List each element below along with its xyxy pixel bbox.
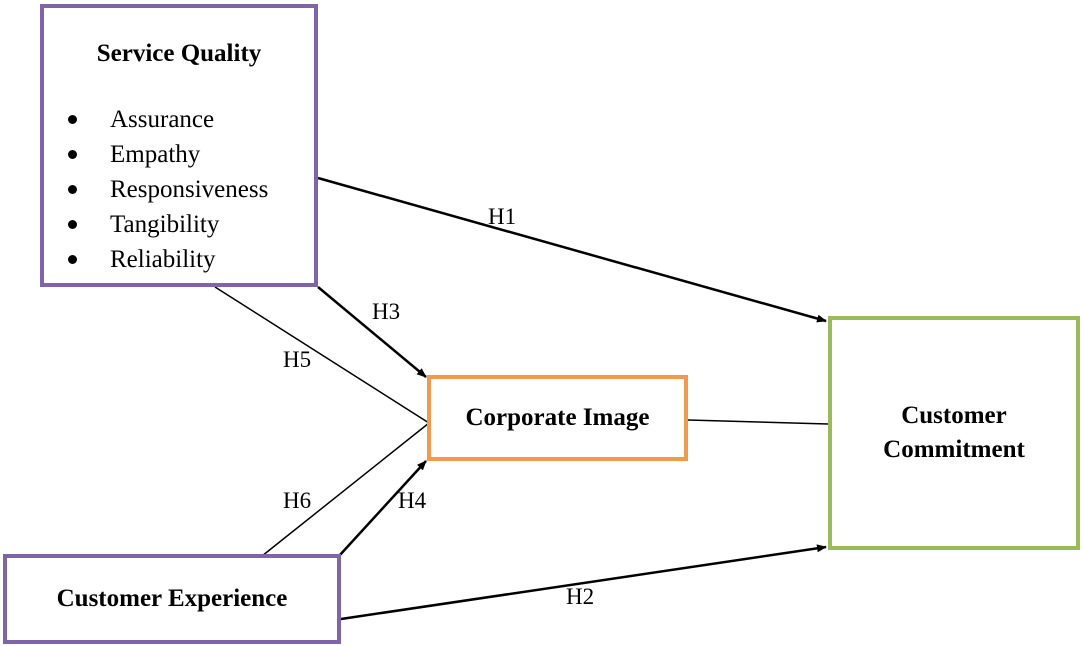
dimension-label: Empathy <box>110 141 201 168</box>
corporate-image-box: Corporate Image <box>427 375 688 461</box>
h5-moderation-line <box>214 286 430 424</box>
customer-experience-box: Customer Experience <box>3 554 341 644</box>
service-quality-title: Service Quality <box>96 40 262 67</box>
dimension-responsiveness: Responsiveness <box>44 172 268 207</box>
h1-arrow <box>317 176 827 323</box>
h3-label: H3 <box>372 299 401 324</box>
h2-label: H2 <box>566 584 595 609</box>
dimension-empathy: Empathy <box>44 137 268 172</box>
customer-commitment-title-line1: Customer <box>901 402 1007 429</box>
dimension-tangibility: Tangibility <box>44 207 268 242</box>
service-quality-box: Service Quality Assurance Empathy Respon… <box>40 4 318 287</box>
customer-commitment-title: Customer Commitment <box>883 399 1025 467</box>
h4-label: H4 <box>398 488 427 513</box>
service-quality-dimensions: Assurance Empathy Responsiveness Tangibi… <box>44 102 268 277</box>
dimension-label: Reliability <box>110 246 216 273</box>
bullet-icon <box>68 185 77 194</box>
corporate-image-title: Corporate Image <box>465 403 650 431</box>
h4-arrow <box>338 460 427 557</box>
dimension-label: Assurance <box>110 106 215 133</box>
dimension-assurance: Assurance <box>44 102 268 137</box>
bullet-icon <box>68 150 77 159</box>
customer-experience-title: Customer Experience <box>56 584 288 612</box>
h6-label: H6 <box>283 488 312 513</box>
h2-arrow <box>340 544 827 621</box>
dimension-label: Responsiveness <box>110 176 269 203</box>
customer-commitment-box: Customer Commitment <box>828 316 1080 550</box>
h1-label: H1 <box>488 204 517 229</box>
bullet-icon <box>68 115 77 124</box>
bullet-icon <box>68 220 77 229</box>
dimension-label: Tangibility <box>110 211 220 238</box>
image-commitment-line <box>687 419 829 425</box>
bullet-icon <box>68 255 77 264</box>
h5-label: H5 <box>283 347 312 372</box>
h6-moderation-line <box>261 422 430 557</box>
customer-commitment-title-line2: Commitment <box>883 436 1025 463</box>
dimension-reliability: Reliability <box>44 242 268 277</box>
h3-arrow <box>317 286 427 378</box>
